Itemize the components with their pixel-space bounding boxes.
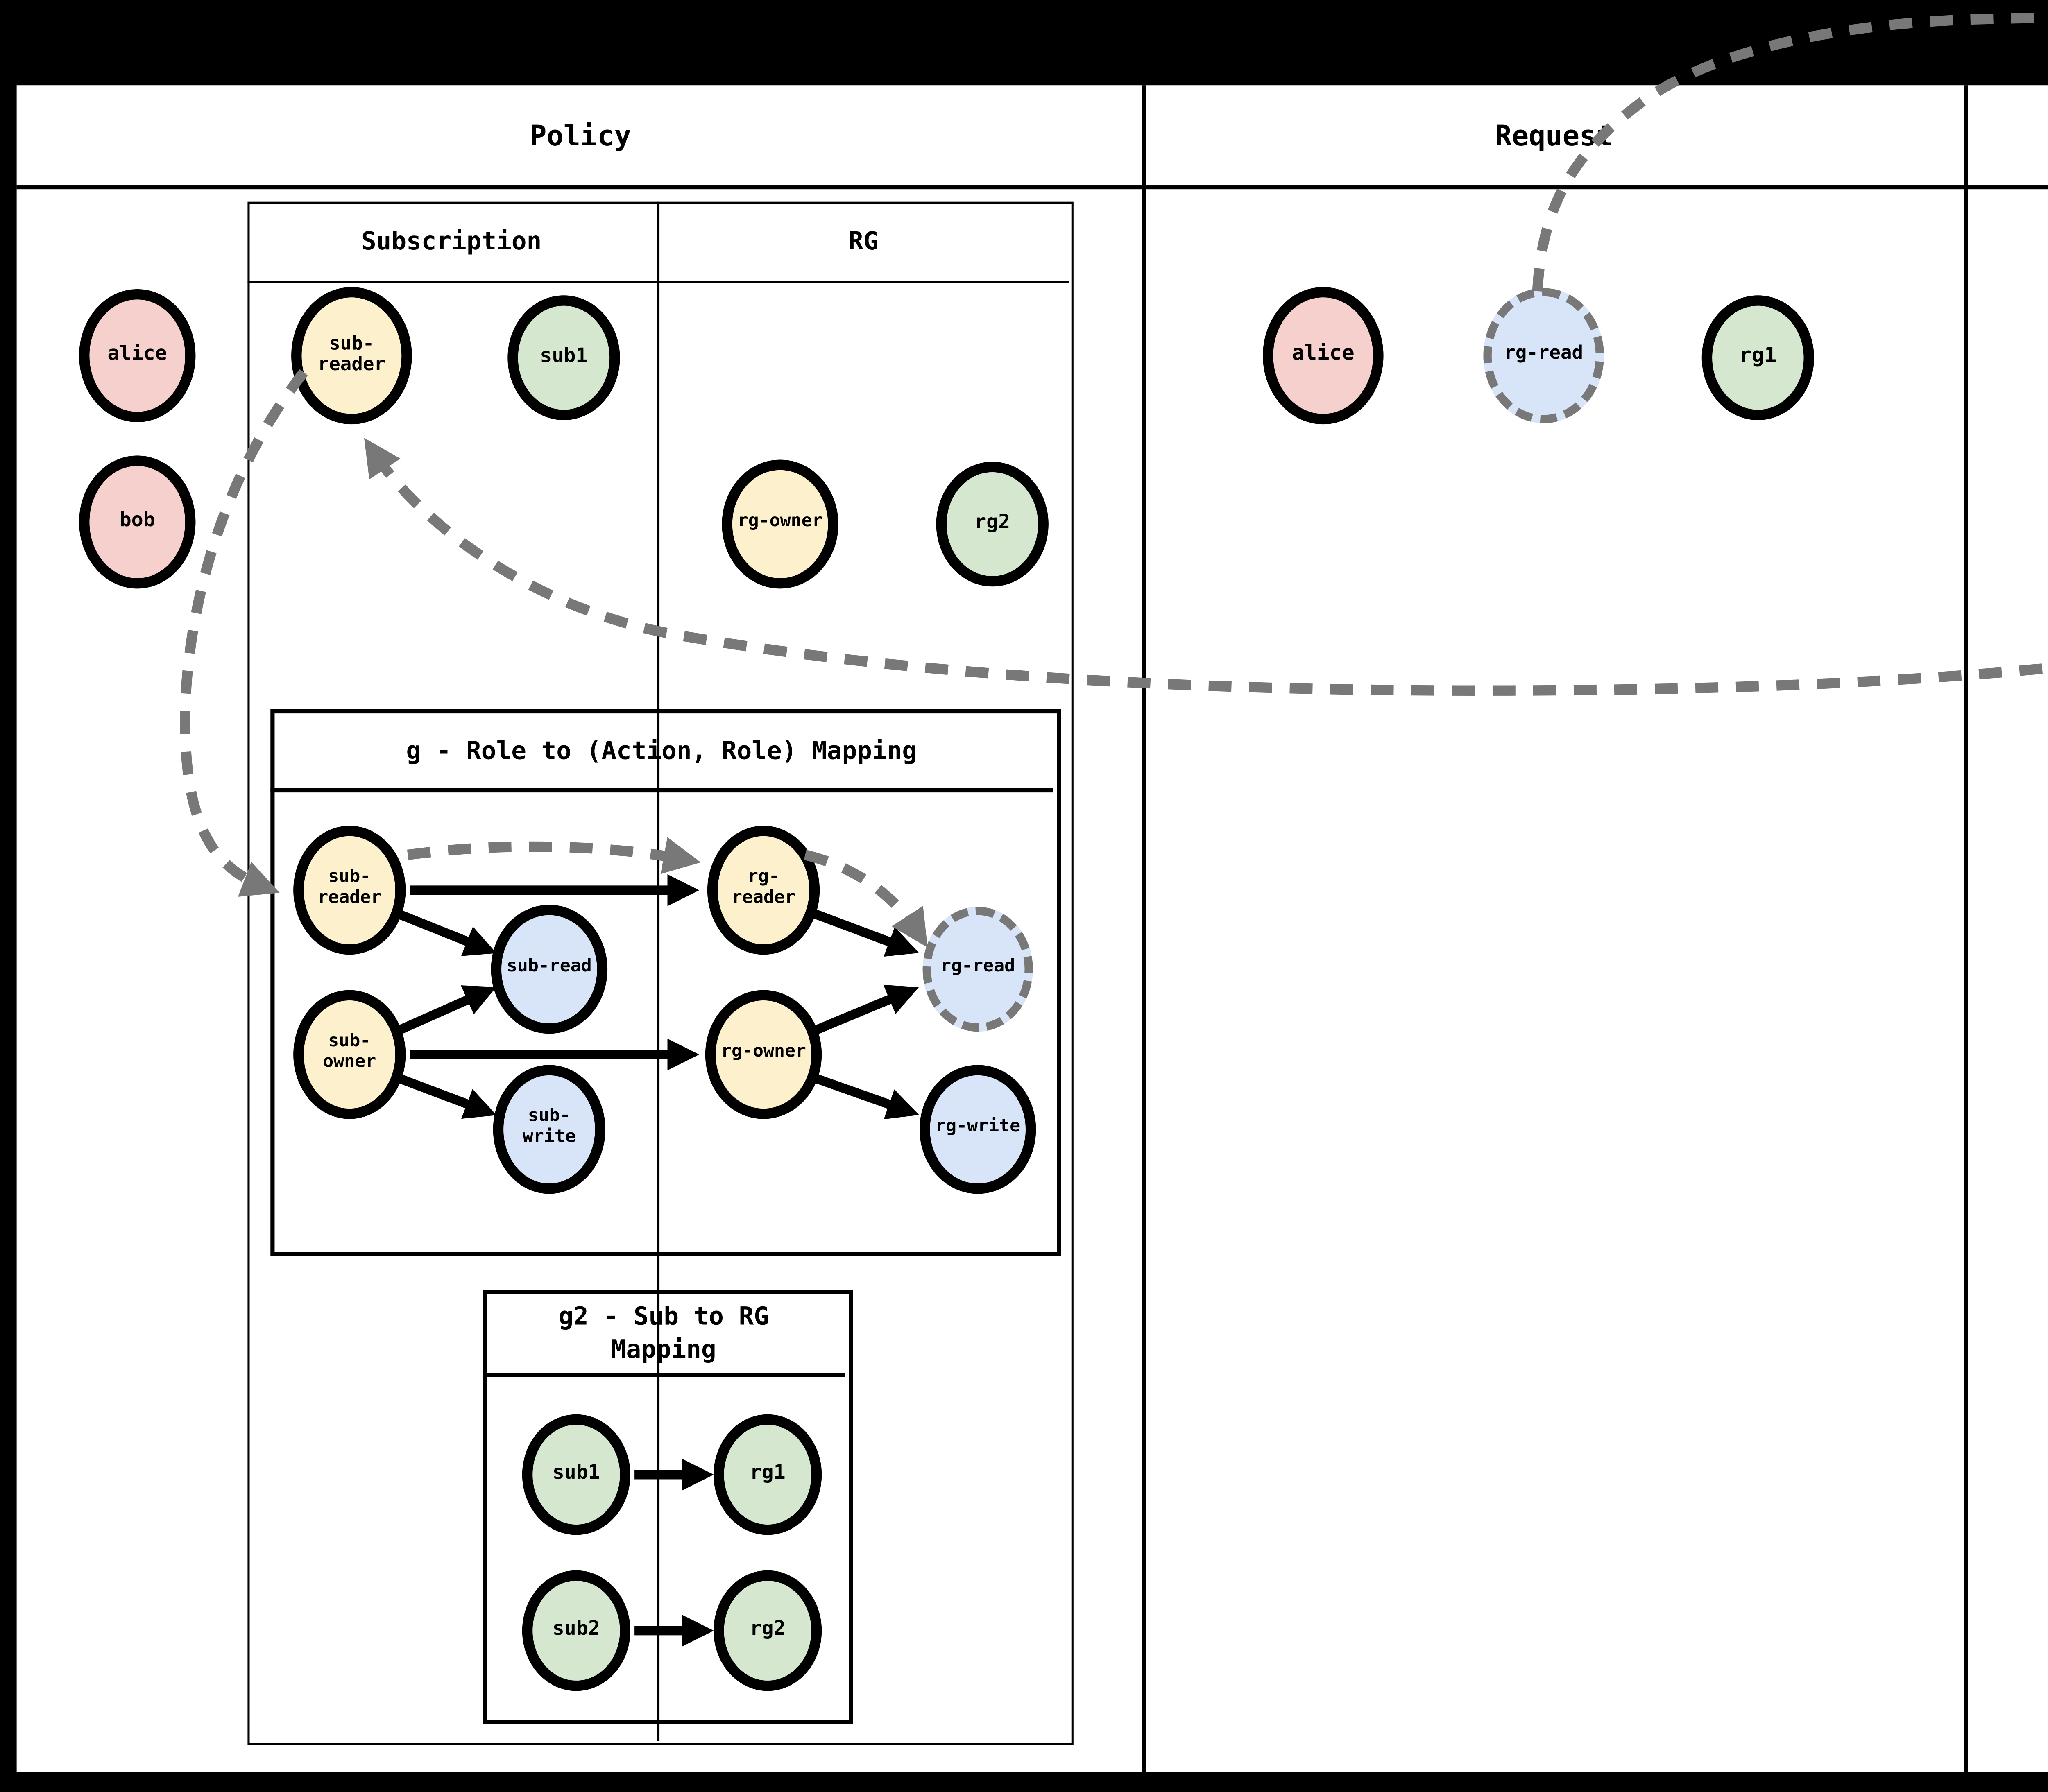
g-mapping-title: g - Role to (Action, Role) Mapping	[406, 736, 917, 765]
node-g-sub-owner: sub- owner	[293, 990, 406, 1119]
node-g2-rg1: rg1	[714, 1414, 822, 1535]
g-mapping-box	[270, 709, 1061, 1256]
node-request-rg1: rg1	[1701, 295, 1814, 420]
node-g-rg-write: rg-write	[919, 1065, 1036, 1194]
g2-mapping-box	[483, 1290, 853, 1724]
node-g-rg-owner: rg-owner	[705, 990, 822, 1119]
subscription-rg-table	[247, 201, 1074, 1745]
node-policy-alice: alice	[79, 289, 196, 423]
node-g2-rg2: rg2	[714, 1570, 822, 1691]
node-g-sub-write: sub- write	[493, 1065, 606, 1194]
g2-mapping-title: g2 - Sub to RG Mapping	[558, 1301, 769, 1364]
node-g-rg-reader: rg- reader	[707, 826, 820, 955]
panel-title-policy: Policy	[530, 120, 631, 154]
node-policy-bob: bob	[79, 455, 196, 589]
g2-mapping-title-separator	[483, 1373, 845, 1377]
table-column-divider	[657, 201, 661, 1741]
node-g-sub-read: sub-read	[491, 905, 608, 1034]
node-policy-sub-reader: sub- reader	[291, 287, 412, 425]
node-g-rg-read: rg-read	[922, 907, 1033, 1032]
g-mapping-title-separator	[270, 788, 1053, 794]
node-policy-rg2: rg2	[936, 462, 1049, 587]
header-separator-line	[16, 184, 2048, 190]
node-request-rg-read: rg-read	[1483, 288, 1604, 423]
panel-title-request: Request	[1495, 120, 1613, 154]
node-g-sub-reader: sub- reader	[293, 826, 406, 955]
divider-request-matching	[1964, 85, 1968, 1772]
table-header-subscription: Subscription	[361, 226, 542, 256]
node-policy-sub1: sub1	[507, 295, 620, 420]
node-g2-sub2: sub2	[522, 1570, 630, 1691]
node-policy-rg-owner: rg-owner	[722, 459, 838, 589]
node-g2-sub1: sub1	[522, 1414, 630, 1535]
divider-policy-request	[1142, 85, 1146, 1772]
node-request-alice: alice	[1263, 287, 1384, 425]
table-header-underline	[247, 281, 1069, 284]
table-header-rg: RG	[848, 226, 879, 256]
